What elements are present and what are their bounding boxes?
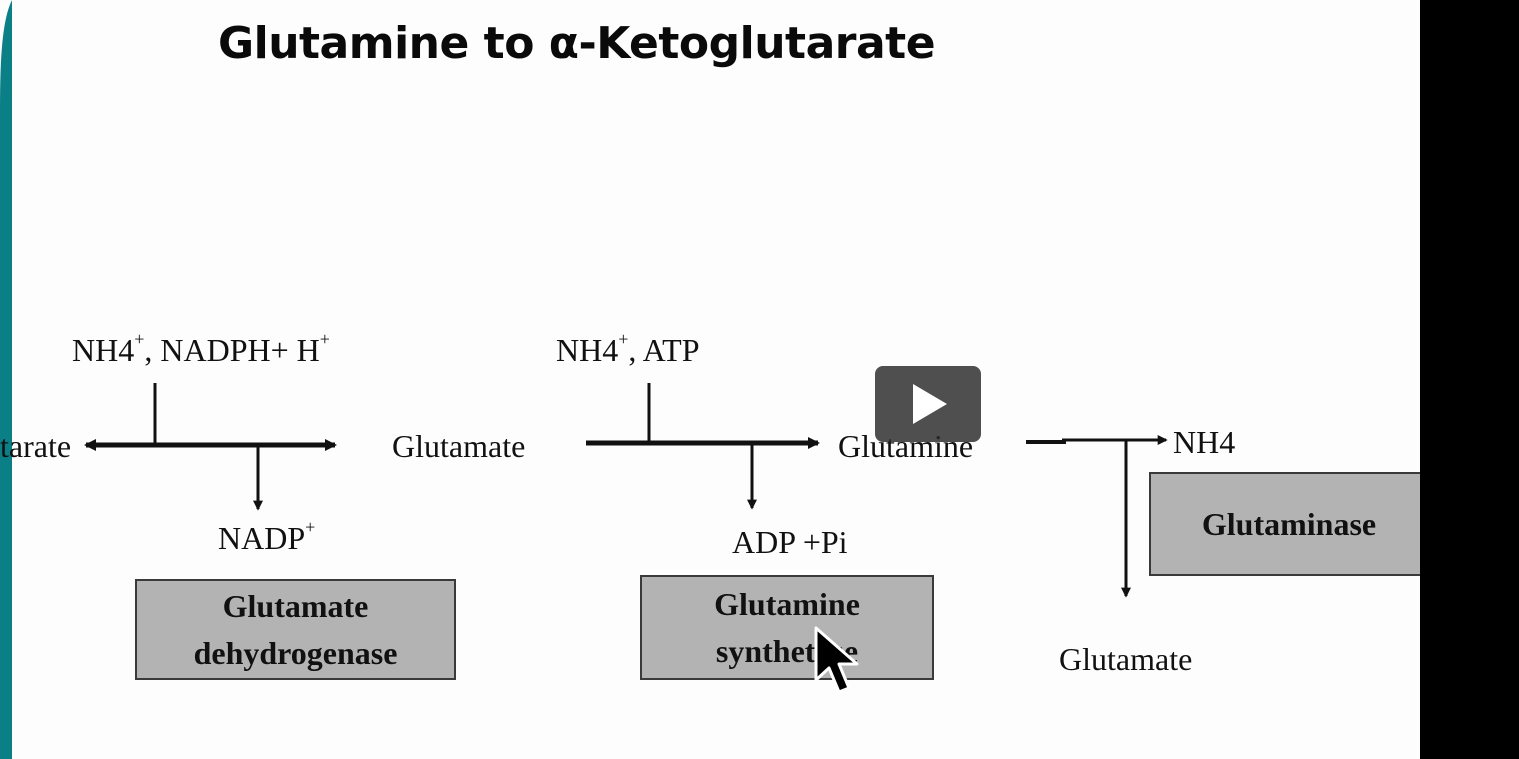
r1-cofactor-out: NADP+	[218, 517, 316, 556]
play-button[interactable]	[875, 366, 981, 442]
enzyme3-label: Glutaminase	[1201, 505, 1377, 542]
r1-cofactors-in: NH4+, NADPH+ H+	[72, 329, 330, 368]
slide-title: Glutamine to α-Ketoglutarate	[218, 18, 936, 69]
enzyme1-line2: dehydrogenase	[193, 634, 398, 671]
r2-cofactor-out: ADP +Pi	[732, 524, 848, 560]
r1-substrate: Glutamate	[392, 428, 526, 464]
enzyme-glutamine-synthetase: Glutamine synthetase	[640, 575, 934, 680]
r1-left-product: tarate	[0, 428, 72, 464]
r3-product: Glutamate	[1059, 641, 1193, 677]
enzyme1-line1: Glutamate	[222, 588, 369, 625]
reaction-arrows	[84, 383, 1168, 598]
enzyme-glutamate-dehydrogenase: Glutamate dehydrogenase	[135, 579, 456, 680]
accent-stroke-decoration	[0, 0, 12, 759]
pointer-cursor-icon	[814, 626, 859, 694]
enzyme2-line1: Glutamine	[714, 586, 860, 623]
enzyme-glutaminase: Glutaminase	[1149, 472, 1420, 576]
r3-byproduct: NH4	[1173, 424, 1236, 460]
slide: Glutamine to α-Ketoglutarate NH4+, NADPH…	[0, 0, 1420, 759]
play-icon	[913, 384, 947, 424]
r2-cofactors-in: NH4+, ATP	[556, 329, 700, 368]
